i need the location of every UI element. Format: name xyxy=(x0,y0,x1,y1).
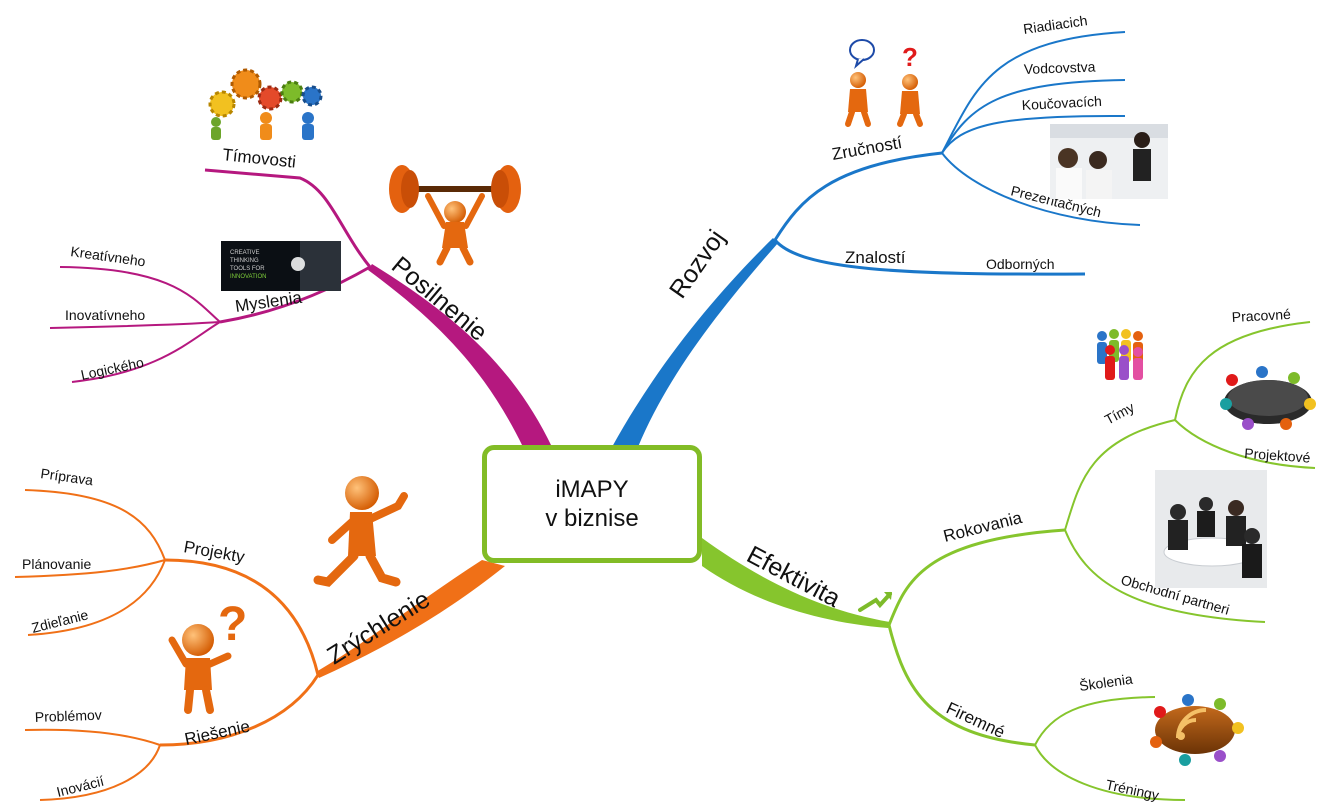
question-mark-icon: ? xyxy=(902,42,918,72)
rokovania-label: Rokovania xyxy=(941,508,1024,546)
zdielanie-connector xyxy=(27,559,166,636)
firemne-connector xyxy=(887,624,1036,747)
treningy-label: Tréningy xyxy=(1104,776,1160,803)
problemov-connector xyxy=(24,728,161,746)
skolenia-label: Školenia xyxy=(1078,671,1134,694)
branch-posilnenie: Posilnenie Tímovosti Myslenia Kreatívneh… xyxy=(49,145,552,447)
vodcovstva-label: Vodcovstva xyxy=(1024,59,1096,77)
question-mark-orange-icon: ? xyxy=(218,598,247,651)
presentation-photo xyxy=(1050,124,1168,199)
logickeho-label: Logického xyxy=(79,354,145,383)
timovosti-label: Tímovosti xyxy=(222,145,297,172)
firemne-label: Firemné xyxy=(943,698,1008,742)
zrucnosti-label: Zručností xyxy=(830,133,903,164)
pracovne-connector xyxy=(1174,321,1311,421)
partneri-connector xyxy=(1064,529,1266,623)
creative-thinking-picture: CREATIVE THINKING TOOLS FOR INNOVATION xyxy=(221,241,341,291)
riadiacich-label: Riadiacich xyxy=(1022,12,1088,37)
pracovne-label: Pracovné xyxy=(1231,306,1291,325)
picture-text-1: CREATIVE xyxy=(230,250,260,256)
projektove-connector xyxy=(1174,419,1316,469)
central-topic-line2: v biznise xyxy=(545,505,639,532)
planovanie-label: Plánovanie xyxy=(22,556,91,572)
central-topic[interactable]: iMAPY v biznise xyxy=(482,445,702,563)
weightlifter-illustration xyxy=(389,165,521,266)
znalosti-label: Znalostí xyxy=(845,248,906,267)
inovacii-connector xyxy=(39,744,161,801)
thinker-illustration: ? xyxy=(168,598,247,714)
people-group-illustration xyxy=(1097,329,1143,380)
picture-text-4: INNOVATION xyxy=(230,274,266,280)
timy-label: Tímy xyxy=(1102,399,1137,428)
koucovacich-connector xyxy=(941,114,1126,154)
riadiacich-connector xyxy=(941,31,1126,154)
central-topic-line1: iMAPY xyxy=(555,475,629,503)
myslenia-connector xyxy=(219,265,371,324)
zrychlenie-main-connector xyxy=(316,560,505,678)
team-table-illustration xyxy=(1220,366,1316,430)
rozvoj-main-connector xyxy=(612,238,778,447)
timovosti-connector xyxy=(204,168,372,268)
inovativneho-connector xyxy=(49,321,221,329)
kreativneho-label: Kreatívneho xyxy=(70,243,147,269)
zrychlenie-label: Zrýchlenie xyxy=(322,585,435,670)
odbornych-label: Odborných xyxy=(986,256,1054,272)
posilnenie-label: Posilnenie xyxy=(386,251,492,347)
business-meeting-photo xyxy=(1155,470,1267,588)
kreativneho-connector xyxy=(59,266,221,323)
koucovacich-label: Koučovacích xyxy=(1021,93,1102,113)
timy-connector xyxy=(1064,419,1176,531)
picture-text-3: TOOLS FOR xyxy=(230,266,265,272)
riesenie-label: Riešenie xyxy=(183,717,252,749)
treningy-connector xyxy=(1034,744,1186,801)
problemov-label: Problémov xyxy=(35,707,102,725)
planovanie-connector xyxy=(14,559,166,578)
picture-text-2: THINKING xyxy=(230,258,259,264)
training-table-illustration xyxy=(1150,694,1244,766)
branch-zrychlenie: Zrýchlenie Projekty Príprava Plánovanie … xyxy=(14,465,505,801)
projektove-label: Projektové xyxy=(1244,445,1311,466)
growth-arrow-icon xyxy=(858,592,892,612)
running-figure-illustration xyxy=(313,476,408,587)
gears-team-illustration xyxy=(208,68,323,140)
zrucnosti-connector xyxy=(773,151,943,241)
discussion-figures-illustration: ? xyxy=(845,39,923,127)
projekty-connector xyxy=(164,558,320,676)
priprava-connector xyxy=(24,489,166,561)
efektivita-main-connector xyxy=(702,538,890,628)
prezentacnych-connector xyxy=(941,152,1141,226)
rokovania-connector xyxy=(887,528,1066,626)
vodcovstva-connector xyxy=(941,79,1126,154)
riesenie-connector xyxy=(159,674,320,747)
posilnenie-main-connector xyxy=(368,264,552,447)
priprava-label: Príprava xyxy=(40,465,95,488)
inovativneho-label: Inovatívneho xyxy=(65,307,145,323)
branch-rozvoj: Rozvoj Zručností Riadiacich Vodcovstva K… xyxy=(612,12,1141,447)
znalosti-connector xyxy=(773,239,1086,276)
skolenia-connector xyxy=(1034,696,1156,746)
logickeho-connector xyxy=(71,321,221,383)
rozvoj-label: Rozvoj xyxy=(664,225,731,304)
